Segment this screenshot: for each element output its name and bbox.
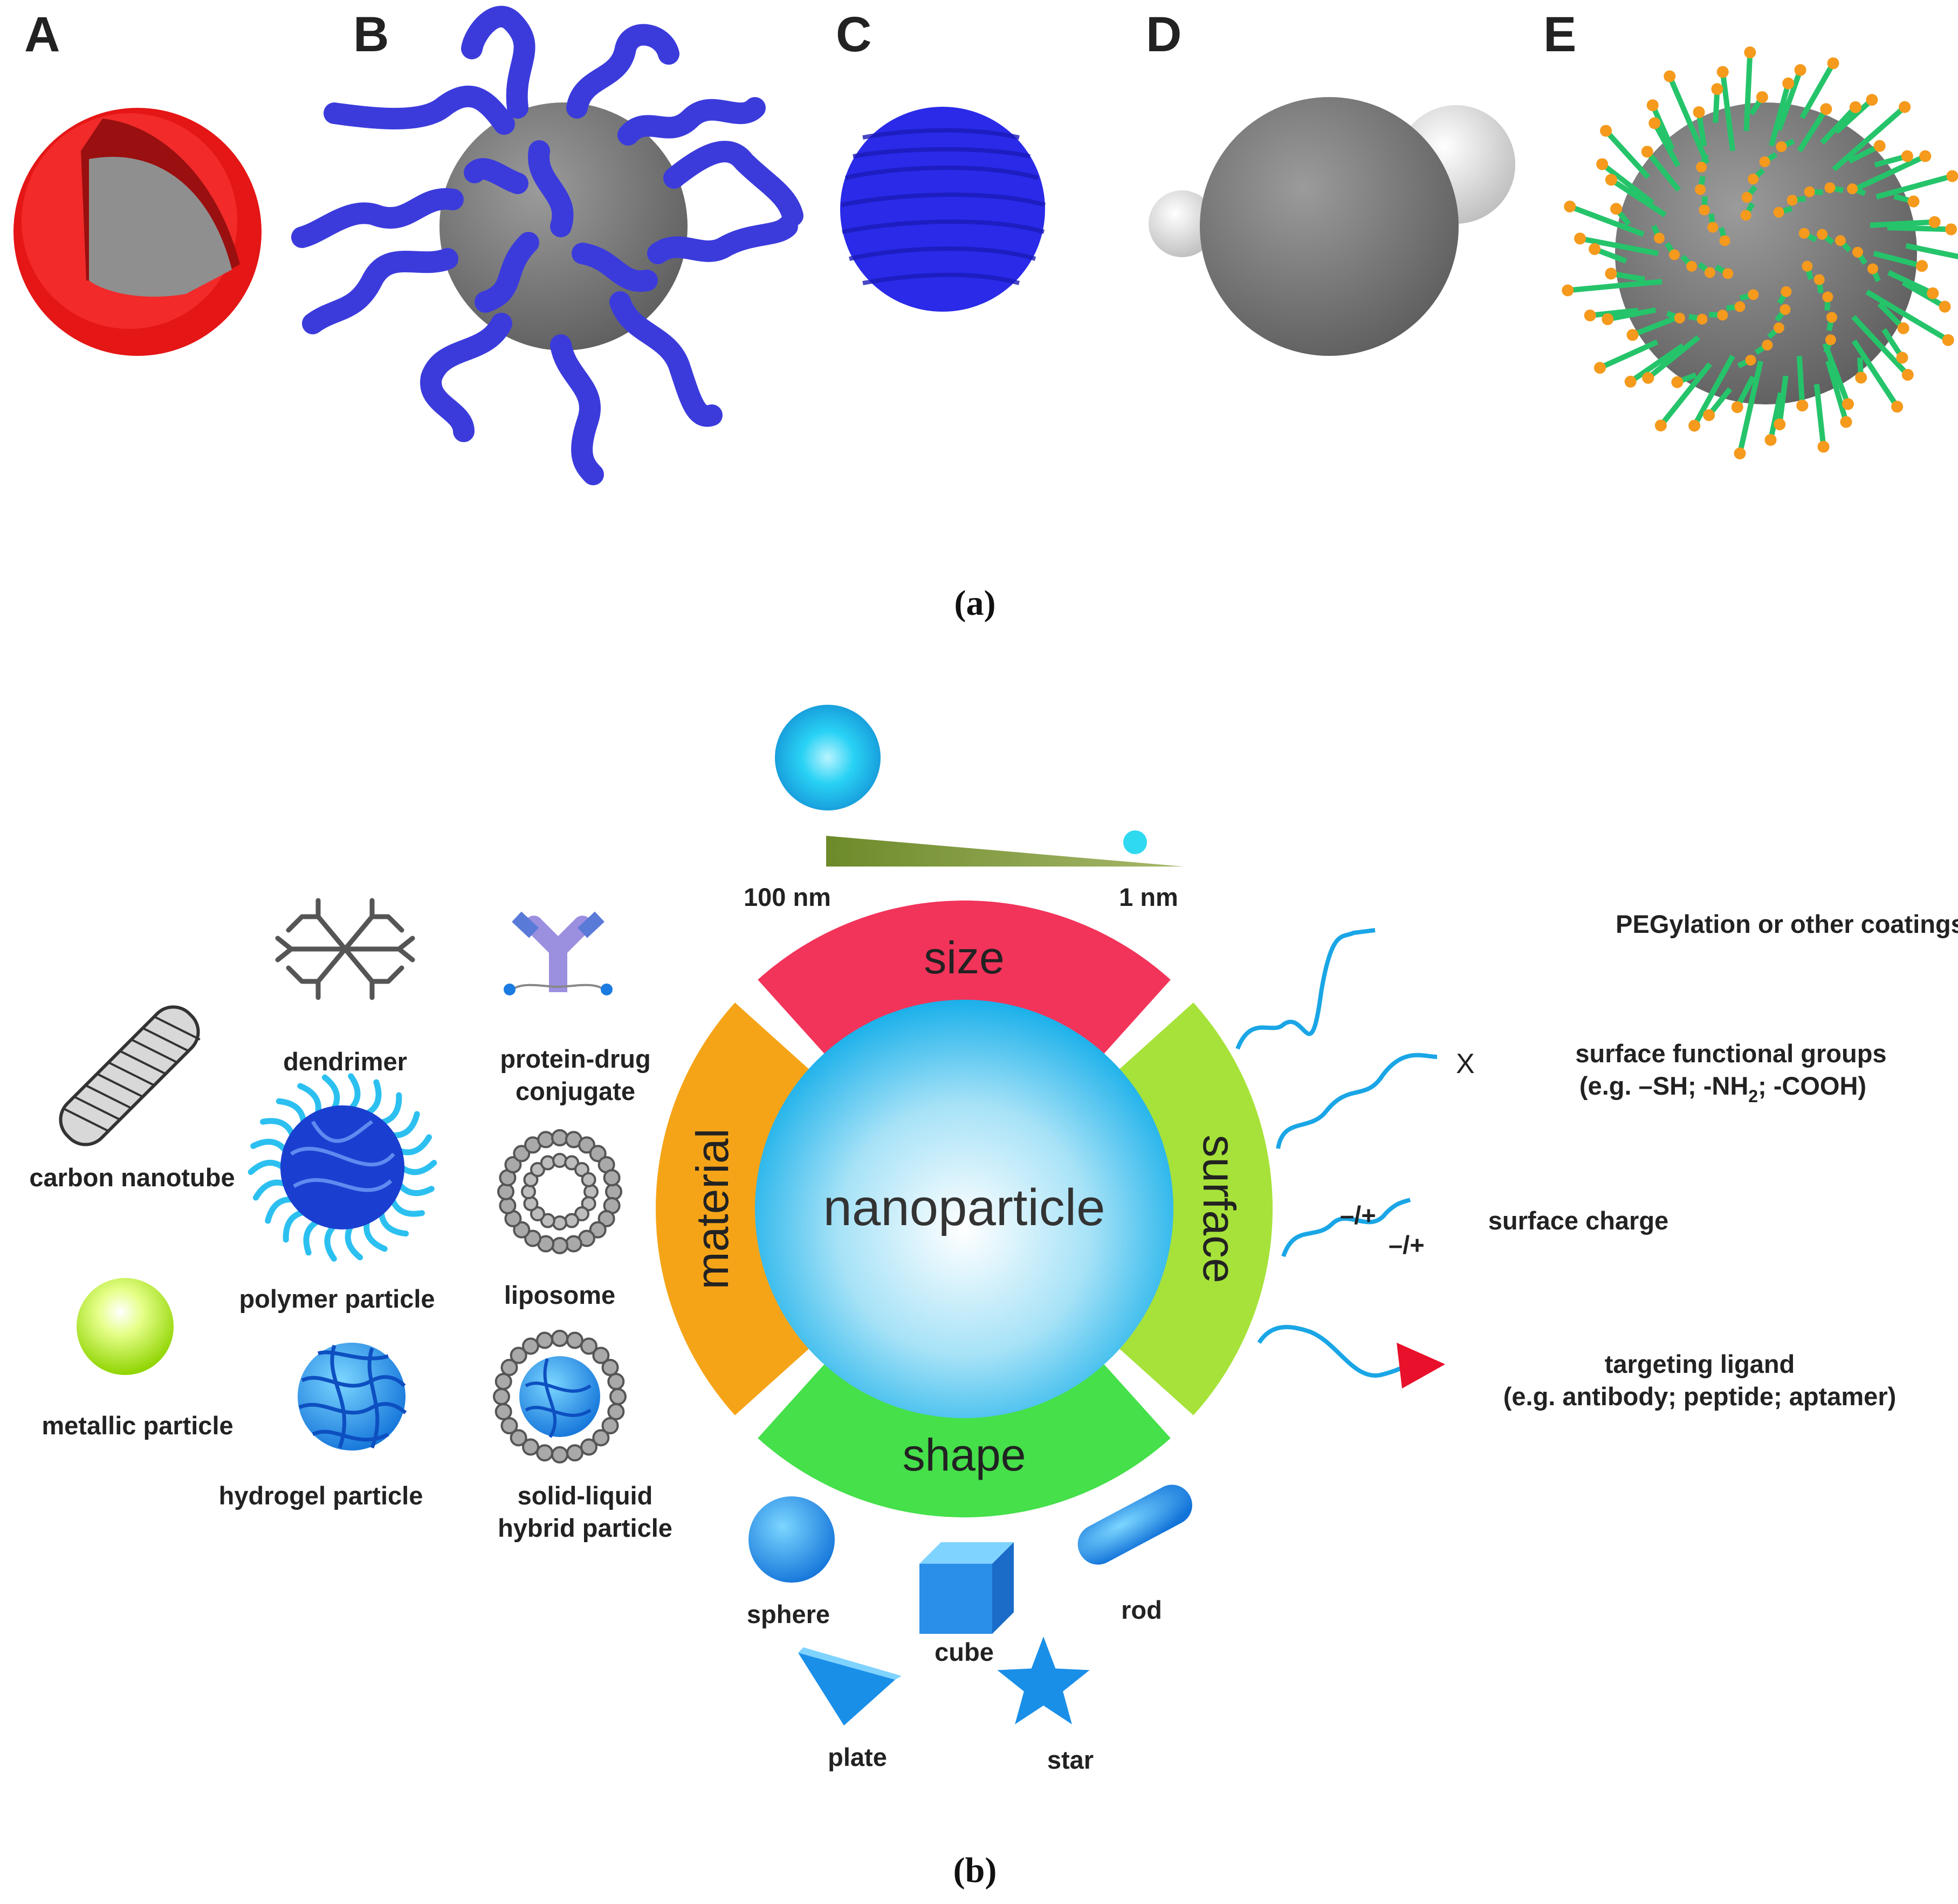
metallic-particle-icon [77, 1278, 174, 1375]
large-particle-icon [775, 705, 881, 810]
charge-sign-1: –/+ [1340, 1201, 1376, 1229]
panel-a-label-a: A [24, 7, 60, 62]
coating-chain [1235, 928, 1376, 1050]
cube-shape-icon [919, 1542, 1014, 1634]
scale-label-100nm: 100 nm [744, 883, 831, 911]
coating-label: PEGylation or other coatings [1616, 910, 1958, 938]
dendrimer-icon [275, 898, 415, 1000]
nanoparticle-label: nanoparticle [823, 1179, 1105, 1236]
sphere-label: sphere [747, 1600, 830, 1628]
hydrogel-particle-label: hydrogel particle [219, 1481, 423, 1510]
scale-label-1nm: 1 nm [1119, 883, 1178, 911]
star-shape-icon [997, 1637, 1090, 1724]
targeting-ligand-label: targeting ligand [1605, 1350, 1795, 1378]
polymer-particle-label: polymer particle [239, 1284, 435, 1313]
caption-a: (a) [954, 583, 996, 623]
polymer-nanoparticle-icon [840, 107, 1046, 312]
polymer-coated-particle-icon [291, 5, 803, 485]
shape-types: sphere cube rod plate star [747, 1484, 1192, 1774]
liposome-label: liposome [504, 1281, 615, 1309]
size-label: size [924, 932, 1004, 983]
property-ring: size shape material surface nanoparticle [656, 901, 1273, 1517]
functional-group-chain [1276, 1053, 1438, 1149]
sphere-shape-icon [748, 1496, 835, 1583]
panel-a: A B C D E [13, 5, 1958, 623]
ligand-coated-particle-icon [1562, 46, 1958, 459]
charge-sign-2: –/+ [1389, 1231, 1425, 1259]
liposome-icon [497, 1129, 622, 1254]
panel-a-label-d: D [1146, 7, 1181, 62]
material-segment [656, 1002, 816, 1415]
functional-groups-examples: (e.g. –SH; -NH2; -COOH) [1579, 1071, 1866, 1106]
surface-charge-label: surface charge [1488, 1206, 1668, 1235]
size-scale: 100 nm 1 nm [744, 705, 1184, 911]
polymer-particle-icon [248, 1073, 437, 1262]
targeting-ligand-examples: (e.g. antibody; peptide; aptamer) [1503, 1382, 1897, 1411]
rod-label: rod [1121, 1596, 1162, 1624]
rod-shape-icon [1077, 1484, 1192, 1565]
targeting-ligand-icon [1397, 1343, 1445, 1389]
janus-particle-icon [1149, 97, 1515, 356]
nanoparticle-hub [755, 1000, 1173, 1418]
star-label: star [1047, 1745, 1094, 1774]
small-particle-icon [1123, 830, 1147, 854]
hybrid-particle-label: hybrid particle [498, 1514, 672, 1542]
panel-b: 100 nm 1 nm size shape material surface … [29, 705, 1958, 1890]
size-gradient-wedge [826, 836, 1184, 867]
functional-groups-label: surface functional groups [1575, 1039, 1886, 1068]
panel-a-label-e: E [1543, 7, 1576, 62]
shape-segment [758, 1357, 1171, 1517]
carbon-nanotube-icon [59, 1005, 201, 1146]
conjugate-label: conjugate [516, 1077, 635, 1105]
surface-properties [1235, 928, 1438, 1378]
antibody-icon [504, 911, 613, 995]
core-shell-particle-icon [13, 108, 262, 356]
caption-b: (b) [953, 1851, 997, 1890]
solid-liquid-label: solid-liquid [518, 1481, 653, 1510]
metallic-particle-label: metallic particle [42, 1411, 233, 1440]
carbon-nanotube-label: carbon nanotube [29, 1163, 235, 1192]
hydrogel-particle-icon [298, 1343, 407, 1451]
plate-label: plate [828, 1743, 887, 1771]
panel-a-label-c: C [836, 7, 871, 62]
panel-a-label-b: B [353, 7, 389, 62]
cube-label: cube [935, 1638, 994, 1666]
ligand-chain [1257, 1325, 1414, 1378]
solid-liquid-hybrid-icon [493, 1330, 627, 1463]
surface-label: surface [1194, 1135, 1245, 1283]
dendrimer-label: dendrimer [283, 1047, 407, 1076]
protein-drug-label: protein-drug [500, 1044, 650, 1073]
shape-label: shape [903, 1429, 1026, 1480]
surface-segment [1112, 1002, 1273, 1415]
size-segment [758, 901, 1171, 1061]
material-label: material [687, 1129, 738, 1290]
plate-shape-icon [798, 1647, 902, 1726]
material-types: dendrimer protein-drug conjugate [29, 898, 672, 1542]
functional-group-marker: X [1456, 1048, 1475, 1080]
charge-chain [1281, 1198, 1411, 1257]
